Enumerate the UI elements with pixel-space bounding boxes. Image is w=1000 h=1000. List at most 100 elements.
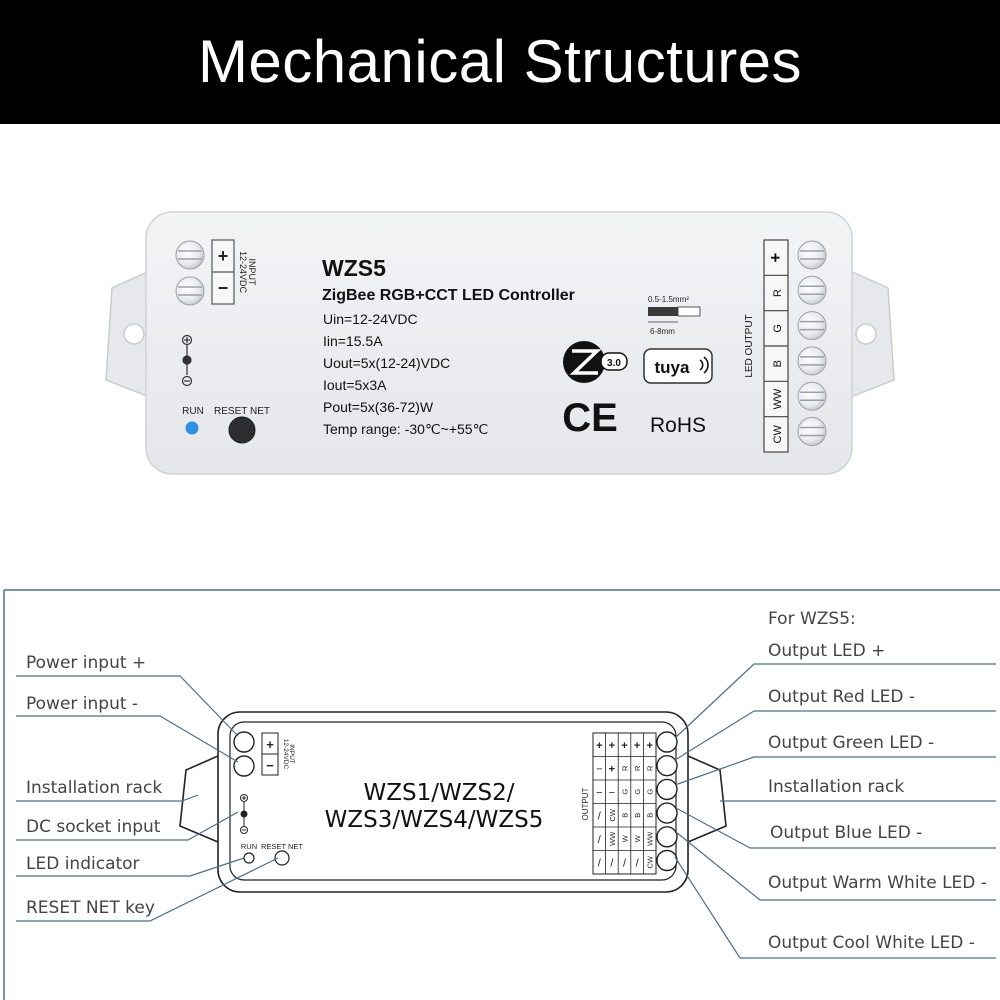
- callout-power-input-plus: Power input +: [26, 653, 146, 673]
- tuya-logo-icon: tuya: [643, 348, 713, 384]
- photo-output-label: LED OUTPUT: [744, 314, 755, 377]
- diagram-case: [217, 711, 689, 893]
- diagram-dc-socket-icon: [240, 794, 248, 834]
- photo-subtitle: ZigBee RGB+CCT LED Controller: [322, 287, 575, 304]
- structure-diagram: + − INPUT 12-24VDC RUN RESET NET WZS1/WZ…: [3, 589, 1000, 1000]
- photo-output-terminal-label: +: [766, 253, 785, 263]
- page-title: Mechanical Structures: [197, 28, 803, 95]
- input-plus-screw-icon: [175, 240, 205, 270]
- product-photo: + − INPUT 12-24VDC RUN RESET NET WZS5 Zi…: [105, 211, 895, 475]
- diagram-output-screw-icon: [656, 802, 678, 824]
- callout-leader-line: [675, 831, 996, 901]
- output-table-cell: /: [598, 810, 602, 822]
- callout-output-warm-white: Output Warm White LED -: [768, 873, 987, 893]
- callout-output-cool-white: Output Cool White LED -: [768, 933, 975, 953]
- dc-socket-symbol-icon: [181, 334, 193, 387]
- photo-run-label: RUN: [182, 406, 204, 417]
- spec-line: Temp range: -30℃~+55℃: [323, 421, 488, 437]
- photo-input-label: INPUT: [247, 259, 257, 287]
- controller-case: [145, 211, 853, 475]
- diagram-output-screw-icon: [656, 731, 678, 753]
- callout-leader-line: [675, 807, 996, 849]
- output-table-cell: /: [636, 857, 640, 869]
- diagram-model-line-2: WZS3/WZS4/WZS5: [325, 807, 544, 833]
- callout-output-blue: Output Blue LED -: [770, 823, 922, 843]
- rohs-mark: RoHS: [650, 414, 706, 437]
- spec-line: Uin=12-24VDC: [323, 311, 418, 327]
- callout-for-wzs5: For WZS5:: [768, 609, 856, 629]
- callout-output-green: Output Green LED -: [768, 733, 934, 753]
- output-table-cell: +: [596, 740, 602, 752]
- wire-gauge-label: 0.5-1.5mm²: [648, 295, 689, 304]
- diagram-output-screw-icon: [656, 826, 678, 848]
- output-table-cell: +: [646, 740, 652, 752]
- output-table-cell: G: [621, 789, 630, 795]
- diagram-input-label: INPUT: [288, 744, 295, 764]
- callout-leader-line: [16, 794, 199, 802]
- diagram-input-minus-screw-icon: [233, 755, 255, 777]
- reset-net-button[interactable]: [228, 416, 256, 444]
- callout-output-led-plus: Output LED +: [768, 641, 885, 661]
- diagram-input-plus: +: [266, 737, 274, 752]
- output-table-cell: R: [633, 765, 642, 771]
- callout-installation-rack-right: Installation rack: [768, 777, 904, 797]
- diagram-input-voltage: 12-24VDC: [282, 739, 289, 770]
- callout-leader-line: [16, 811, 239, 841]
- output-table-cell: −: [596, 763, 602, 775]
- diagram-output-screw-icon: [656, 778, 678, 801]
- output-table-cell: −: [609, 787, 615, 799]
- output-table-cell: R: [646, 765, 655, 771]
- photo-output-terminal-label: R: [772, 289, 784, 297]
- callout-power-input-minus: Power input -: [26, 694, 138, 714]
- output-table-cell: /: [610, 857, 614, 869]
- output-table-cell: /: [598, 857, 602, 869]
- output-table-cell: /: [598, 834, 602, 846]
- ce-mark: CE: [562, 396, 618, 440]
- diagram-output-label: OUTPUT: [581, 787, 590, 820]
- photo-reset-label: RESET NET: [214, 406, 270, 417]
- photo-output-terminal-label: G: [772, 324, 784, 333]
- diagram-run-led: [243, 852, 255, 864]
- output-table-cell: R: [621, 765, 630, 771]
- diagram-reset-button: [274, 850, 290, 866]
- run-indicator-led: [185, 421, 199, 435]
- photo-output-terminal-label: CW: [772, 425, 784, 444]
- diagram-input-plus-screw-icon: [233, 731, 255, 753]
- callout-leader-line: [16, 857, 245, 877]
- diagram-run-label: RUN: [241, 842, 257, 851]
- output-table-cell: +: [609, 763, 615, 775]
- callout-leader-line: [674, 710, 996, 761]
- tuya-label: tuya: [655, 358, 691, 377]
- output-screw-icon: [797, 417, 827, 446]
- spec-line: Pout=5x(36-72)W: [323, 399, 434, 415]
- diagram-model-line-1: WZS1/WZS2/: [364, 780, 515, 806]
- photo-output-terminal-label: B: [772, 360, 784, 367]
- callout-reset-net-key: RESET NET key: [26, 898, 155, 918]
- callout-installation-rack-left: Installation rack: [26, 778, 162, 798]
- diagram-input-minus: −: [266, 758, 274, 773]
- diagram-right-ear: [687, 755, 727, 843]
- output-table-cell: +: [634, 740, 640, 752]
- callout-dc-socket-input: DC socket input: [26, 817, 161, 837]
- photo-model: WZS5: [322, 255, 386, 281]
- output-table-cell: WW: [646, 831, 655, 846]
- output-table-cell: G: [633, 789, 642, 795]
- zigbee-version: 3.0: [607, 358, 621, 369]
- output-table-cell: CW: [646, 855, 655, 868]
- output-screw-icon: [797, 275, 827, 305]
- photo-output-terminal-label: WW: [772, 388, 784, 409]
- diagram-reset-label: RESET NET: [261, 842, 303, 851]
- callout-led-indicator: LED indicator: [26, 854, 140, 874]
- photo-input-minus: −: [218, 278, 229, 298]
- output-table-cell: +: [609, 740, 615, 752]
- title-banner: Mechanical Structures: [0, 0, 1000, 124]
- input-minus-screw-icon: [175, 276, 205, 306]
- output-table-cell: W: [621, 834, 630, 842]
- wire-strip-icon: 0.5-1.5mm² 6-8mm: [648, 295, 701, 336]
- output-table-cell: +: [621, 740, 627, 752]
- diagram-output-screw-icon: [656, 755, 678, 777]
- output-screw-icon: [797, 381, 827, 411]
- left-mount-hole: [123, 323, 145, 345]
- spec-line: Uout=5x(12-24)VDC: [323, 355, 450, 371]
